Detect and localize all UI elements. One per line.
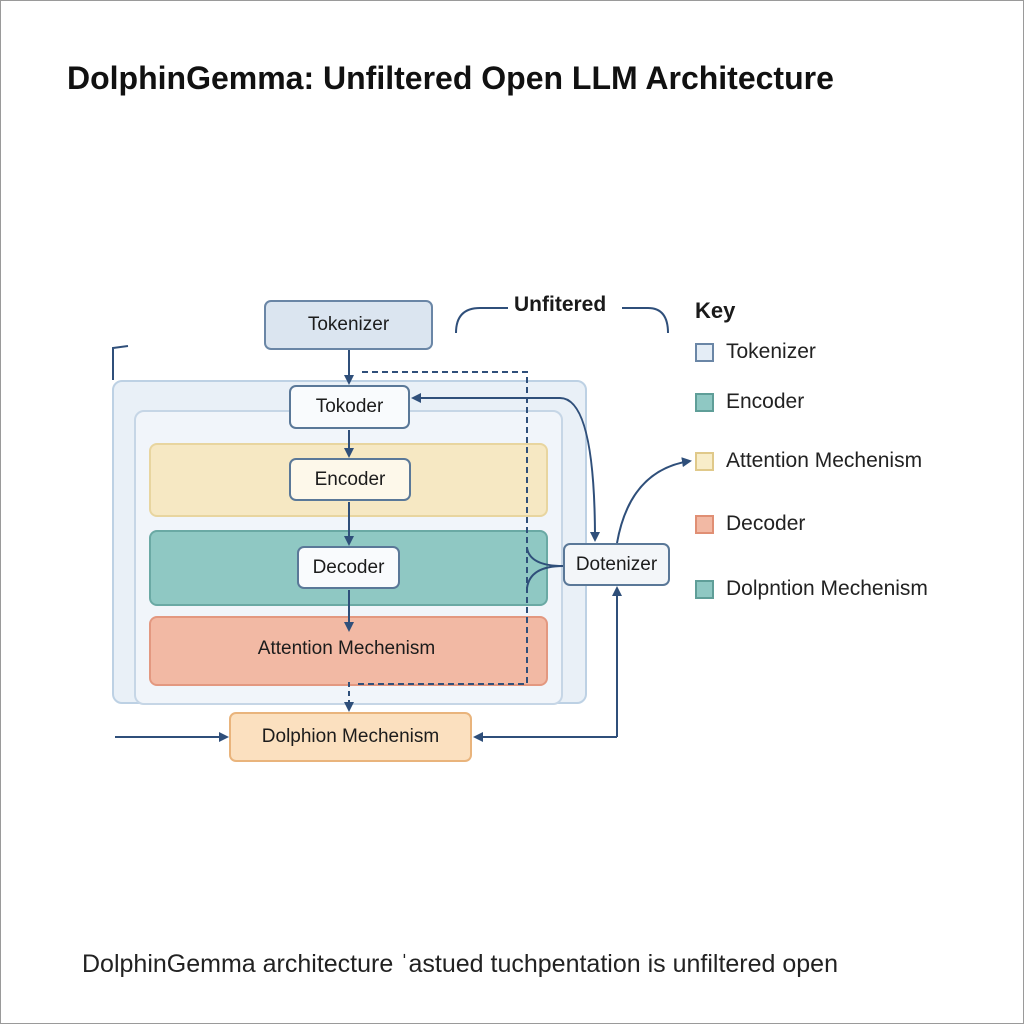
legend-item-tokenizer: Tokenizer — [695, 340, 816, 364]
legend-swatch — [695, 514, 714, 534]
dolphion-mechanism-node: Dolphion Mechenism — [229, 712, 472, 762]
arrow-dotenizer-to-tokoder — [559, 397, 600, 542]
legend-swatch — [695, 392, 714, 412]
legend-label: Tokenizer — [726, 340, 816, 363]
legend-swatch — [695, 342, 714, 362]
diagram-caption: DolphinGemma architecture ˈastued tuchpe… — [82, 950, 838, 978]
unfiltered-bracket-left — [455, 307, 508, 334]
diagram-title: DolphinGemma: Unfiltered Open LLM Archit… — [67, 60, 834, 96]
legend-item-dolpntion: Dolpntion Mechenism — [695, 577, 928, 601]
legend-swatch — [695, 579, 714, 599]
attention-mechanism-node: Attention Mechenism — [257, 638, 436, 659]
legend-label: Encoder — [726, 390, 805, 413]
legend-item-attention: Attention Mechenism — [695, 449, 922, 473]
brace-decoder-to-dotenizer — [526, 547, 564, 567]
legend-item-encoder: Encoder — [695, 390, 804, 414]
decoder-node: Decoder — [297, 546, 400, 589]
unfiltered-bracket-right — [622, 307, 669, 334]
legend: Key Tokenizer Encoder Attention Mechenis… — [695, 298, 928, 600]
dotenizer-node: Dotenizer — [563, 543, 670, 586]
legend-title: Key — [695, 298, 736, 323]
legend-label: Decoder — [726, 512, 806, 535]
encoder-node: Encoder — [289, 458, 411, 501]
legend-label: Dolpntion Mechenism — [726, 577, 928, 600]
dashed-unfiltered-path — [356, 371, 528, 685]
legend-item-decoder: Decoder — [695, 512, 805, 536]
unfiltered-annotation: Unfitered — [514, 293, 607, 316]
brace-decoder-to-dotenizer-2 — [526, 565, 564, 589]
arrow-dotenizer-to-key — [616, 457, 692, 544]
left-bracket — [112, 345, 129, 380]
tokenizer-node: Tokenizer — [264, 300, 433, 350]
tokoder-node: Tokoder — [289, 385, 410, 429]
legend-label: Attention Mechenism — [726, 449, 923, 472]
legend-swatch — [695, 451, 714, 471]
